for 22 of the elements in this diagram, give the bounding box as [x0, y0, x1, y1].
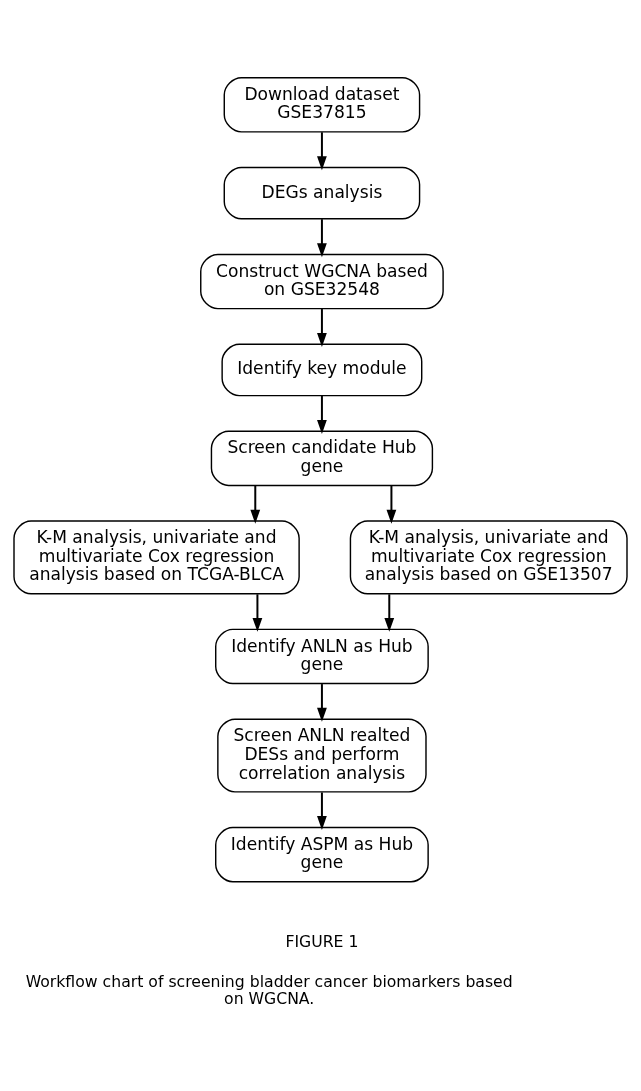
caption: Workflow chart of screening bladder cancer biomarkers based on WGCNA. [25, 971, 513, 1008]
node-box: Identify ANLN as Hub gene [215, 628, 429, 684]
arrow [317, 217, 327, 257]
arrow [250, 484, 261, 524]
node-box: Screen candidate Hub gene [210, 430, 434, 486]
node-box: Download dataset GSE37815 [223, 76, 421, 133]
label: FIGURE 1 [285, 931, 359, 951]
node-box: Screen ANLN realted DESs and perform correlation analysis [217, 718, 427, 793]
node-box: K-M analysis, univariate and multivariate Cox regression analysis based on TCGA-BLCA [13, 519, 300, 594]
arrow [386, 484, 397, 524]
arrow [384, 592, 395, 632]
arrow [252, 592, 263, 632]
node-box: Identify ASPM as Hub gene [215, 826, 429, 882]
node-box: Identify key module [221, 343, 423, 396]
arrow [317, 682, 327, 722]
arrow [317, 790, 327, 830]
node-box: Construct WGCNA based on GSE32548 [200, 253, 444, 309]
node-box: K-M analysis, univariate and multivariate Cox regression analysis based on GSE13507 [349, 519, 628, 594]
arrow [317, 394, 327, 434]
node-box: DEGs analysis [223, 166, 421, 220]
arrow [317, 307, 327, 347]
arrow [317, 130, 327, 170]
